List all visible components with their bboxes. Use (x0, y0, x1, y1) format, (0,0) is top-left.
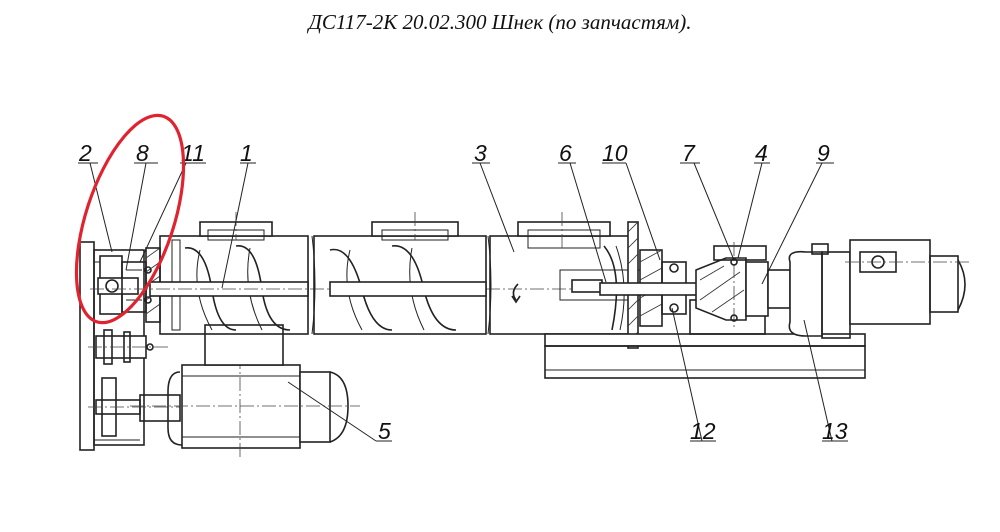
callout-8: 8 (136, 140, 149, 166)
gearbox-13 (767, 243, 851, 339)
base-frame (544, 299, 866, 379)
trough-section-2 (311, 212, 487, 335)
bearing-unit (599, 249, 706, 327)
rotation-arrow-icon (512, 283, 519, 301)
callout-2: 2 (78, 140, 92, 166)
callout-9: 9 (817, 140, 830, 166)
callout-1: 1 (240, 140, 253, 166)
leader-lines (78, 162, 848, 442)
coupling (695, 242, 769, 330)
drawing-title: ДС117-2К 20.02.300 Шнек (по запчастям). (308, 10, 692, 34)
callout-3: 3 (474, 140, 487, 166)
callout-10: 10 (602, 140, 628, 166)
highlight-ellipse (74, 113, 186, 325)
callout-13: 13 (822, 418, 848, 444)
trough-section-3 (487, 212, 651, 349)
left-end-support (79, 241, 180, 451)
callout-12: 12 (690, 418, 716, 444)
callout-7: 7 (682, 140, 696, 166)
callout-4: 4 (755, 140, 768, 166)
drive-motor (845, 239, 970, 325)
callout-5: 5 (378, 418, 391, 444)
callout-6: 6 (559, 140, 572, 166)
callout-11: 11 (181, 140, 205, 166)
motor-5 (130, 324, 360, 460)
